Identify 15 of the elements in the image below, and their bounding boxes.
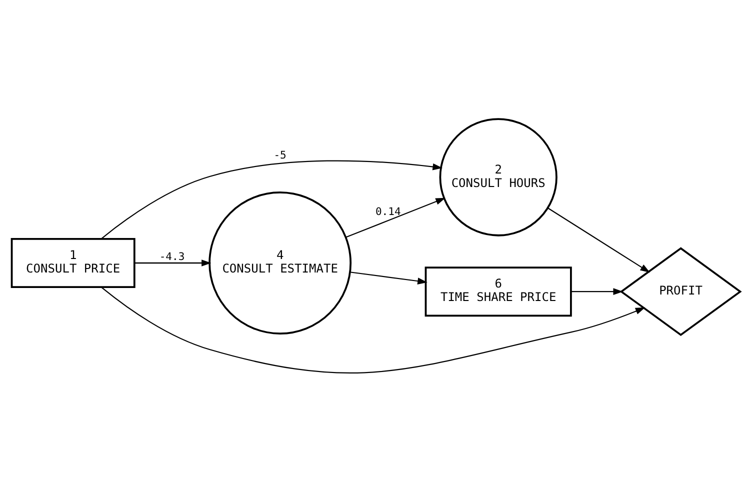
- edge-label: -4.3: [159, 251, 185, 264]
- node-box: 1 CONSULT PRICE: [10, 238, 136, 288]
- arrow: [100, 160, 442, 240]
- node-circle: 4 CONSULT ESTIMATE: [208, 192, 352, 334]
- node-box: 6 TIME SHARE PRICE: [424, 266, 572, 317]
- edge-label: -5: [274, 150, 286, 162]
- arrow: [548, 208, 650, 273]
- arrow: [100, 286, 646, 374]
- arrow: [346, 198, 446, 238]
- arrow: [350, 272, 428, 284]
- node-diamond: PROFIT: [620, 247, 742, 336]
- edge-label: 0.14: [375, 206, 401, 218]
- node-circle: 2 CONSULT HOURS: [439, 118, 558, 236]
- arrow: [134, 260, 212, 266]
- arrow: [571, 288, 624, 296]
